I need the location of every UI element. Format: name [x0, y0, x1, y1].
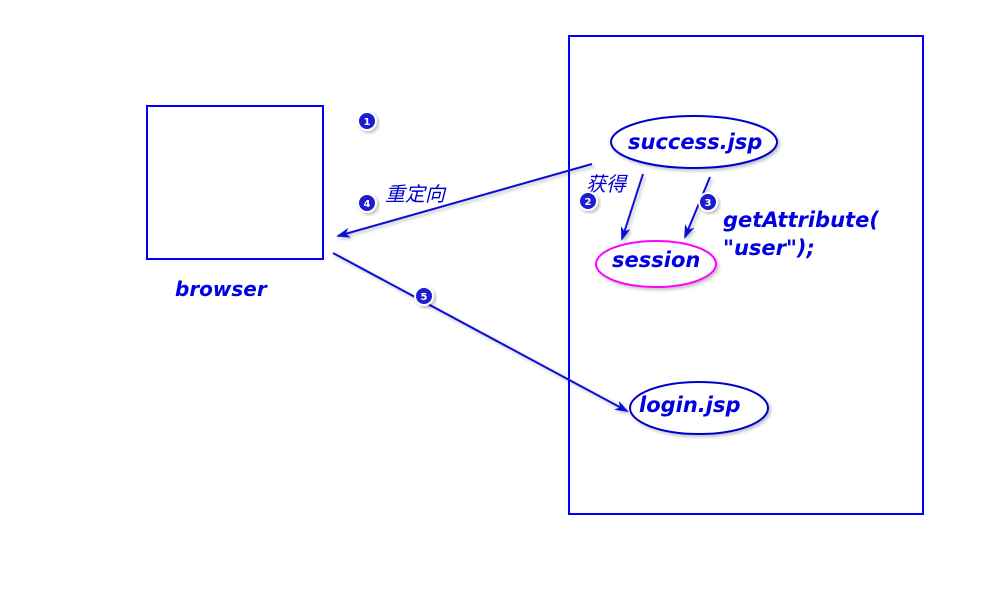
step-badge-2: 2	[578, 191, 598, 211]
arrow-step-5	[332, 252, 629, 412]
svg-text:1: 1	[364, 117, 371, 128]
success-jsp-node	[610, 115, 778, 169]
get-attribute-label-line1: getAttribute(	[723, 208, 879, 232]
arrow-step-2	[620, 173, 644, 241]
step-badge-4: 4	[357, 193, 377, 213]
step-badge-5: 5	[414, 286, 434, 306]
svg-text:4: 4	[364, 199, 371, 210]
obtain-label: 获得	[586, 172, 628, 196]
browser-box	[146, 105, 324, 260]
svg-text:2: 2	[585, 197, 592, 208]
session-node	[595, 240, 717, 288]
arrow-step-4	[336, 163, 593, 238]
server-box	[568, 35, 924, 515]
svg-text:3: 3	[705, 198, 712, 209]
step-badge-1: 1	[357, 111, 377, 131]
step-badge-3: 3	[698, 192, 718, 212]
login-jsp-node	[629, 381, 769, 435]
svg-text:5: 5	[421, 292, 428, 303]
session-label: session	[612, 248, 700, 272]
success-jsp-label: success.jsp	[628, 130, 762, 154]
browser-label: browser	[175, 277, 268, 301]
arrow-step-3	[684, 176, 711, 239]
get-attribute-label-line2: "user");	[723, 236, 815, 260]
login-jsp-label: login.jsp	[639, 393, 741, 417]
redirect-label: 重定向	[385, 182, 447, 206]
